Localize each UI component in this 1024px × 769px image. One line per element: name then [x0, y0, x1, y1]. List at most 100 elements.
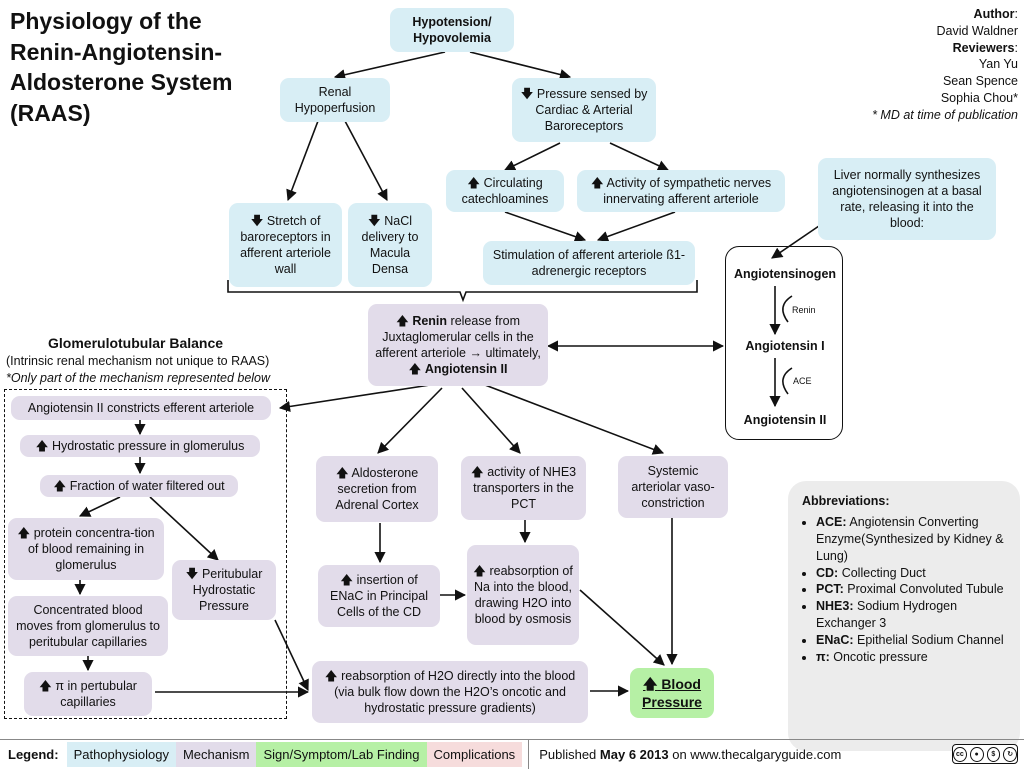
cc-license-badge[interactable]: cc ● $ ↻ — [952, 744, 1018, 764]
arrow-down-icon: 🡇 — [185, 566, 199, 581]
abbreviations-heading: Abbreviations: — [802, 494, 890, 508]
node-hydrostatic-pressure: 🡅 Hydrostatic pressure in glomerulus — [20, 435, 260, 457]
arrow — [377, 387, 443, 454]
arrow — [286, 120, 319, 202]
gb-note: *Only part of the mechanism represented … — [6, 371, 271, 385]
node-hypotension: Hypotension/ Hypovolemia — [390, 8, 514, 52]
abbreviations-panel: Abbreviations: ACE: Angiotensin Converti… — [788, 481, 1020, 751]
raas-cascade-panel: Angiotensinogen Renin Angiotensin I ACE … — [725, 246, 843, 440]
node-stretch-baroreceptors: 🡇 Stretch of baroreceptors in afferent a… — [229, 203, 342, 287]
arrow-down-icon: 🡇 — [367, 213, 381, 228]
brace — [227, 280, 698, 303]
arrow — [503, 142, 561, 171]
node-h2o-reabsorption: 🡅 reabsorption of H2O directly into the … — [312, 661, 588, 723]
node-na-reabsorption: 🡅 reabsorption of Na into the blood, dra… — [467, 545, 579, 645]
node-circulating-catecholamines: 🡅 Circulating catechloamines — [446, 170, 564, 212]
renin-enzyme-label: Renin — [792, 305, 816, 315]
node-concentrated-blood: Concentrated blood moves from glomerulus… — [8, 596, 168, 656]
abbreviations-list: ACE: Angiotensin Converting Enzyme(Synth… — [802, 514, 1010, 666]
legend-mechanism: Mechanism — [175, 742, 257, 767]
node-nacl-delivery: 🡇 NaCl delivery to Macula Densa — [348, 203, 432, 287]
arrow — [504, 211, 587, 242]
reviewer-name: Yan Yu — [978, 57, 1018, 72]
node-renal-hypoperfusion: Renal Hypoperfusion — [280, 78, 390, 122]
arrow — [149, 496, 219, 561]
abbreviation-item: π: Oncotic pressure — [816, 649, 1010, 666]
abbreviation-item: CD: Collecting Duct — [816, 565, 1010, 582]
arrow-up-icon: 🡅 — [467, 175, 481, 190]
title-line: Physiology of the — [10, 8, 202, 34]
nc-icon: $ — [986, 746, 1001, 762]
arrow-up-icon: 🡅 — [53, 478, 67, 493]
gb-subheading: (Intrinsic renal mechanism not unique to… — [6, 354, 270, 368]
enzyme-curve — [782, 367, 793, 395]
author-note: * MD at time of publication — [872, 107, 1018, 122]
title-line: Aldosterone System — [10, 69, 233, 96]
arrow — [484, 384, 665, 455]
arrow-up-icon: 🡅 — [408, 362, 422, 377]
reviewers-label: Reviewers — [952, 40, 1015, 55]
arrow-up-icon: 🡅 — [39, 678, 52, 693]
arrow-up-icon: 🡅 — [643, 675, 658, 692]
node-enac: 🡅 insertion of ENaC in Principal Cells o… — [318, 565, 440, 627]
node-vasoconstriction: Systemic arteriolar vaso-constriction — [618, 456, 728, 518]
reviewer-name: Sean Spence — [942, 74, 1018, 88]
gb-heading: Glomerulotubular Balance — [48, 335, 224, 351]
footer-divider — [528, 740, 530, 769]
node-blood-pressure: 🡅 Blood Pressure — [630, 668, 714, 718]
title-line: Renin-Angiotensin- — [10, 38, 223, 65]
arrow — [78, 496, 121, 517]
node-stimulation-b1: Stimulation of afferent arteriole ß1-adr… — [483, 241, 695, 285]
arrow — [344, 120, 388, 201]
ace-enzyme-label: ACE — [793, 376, 812, 386]
node-pressure-sensed: 🡇 Pressure sensed by Cardiac & Arterial … — [512, 78, 656, 142]
abbreviation-item: ACE: Angiotensin Converting Enzyme(Synth… — [816, 514, 1010, 565]
abbreviation-item: PCT: Proximal Convoluted Tubule — [816, 581, 1010, 598]
node-liver: Liver normally synthesizes angiotensinog… — [818, 158, 996, 240]
node-sympathetic-activity: 🡅 Activity of sympathetic nerves innerva… — [577, 170, 785, 212]
node-renin-release: 🡅 Renin release from Juxtaglomerular cel… — [368, 304, 548, 386]
arrow — [469, 51, 572, 80]
cc-icon: cc — [953, 746, 967, 762]
footer: Legend: Pathophysiology Mechanism Sign/S… — [0, 739, 1024, 769]
node-nhe3: 🡅 activity of NHE3 transporters in the P… — [461, 456, 586, 520]
node-protein-concentration: 🡅 protein concentra-tion of blood remain… — [8, 518, 164, 580]
published-text: Published May 6 2013 on www.thecalgarygu… — [539, 747, 842, 762]
abbreviation-item: NHE3: Sodium Hydrogen Exchanger 3 — [816, 598, 1010, 632]
arrow-down-icon: 🡇 — [520, 86, 534, 101]
angiotensinogen-label: Angiotensinogen — [733, 267, 837, 281]
angiotensin-2-label: Angiotensin II — [743, 413, 827, 427]
arrow-up-icon: 🡅 — [395, 313, 409, 328]
arrow — [274, 619, 309, 692]
arrow — [461, 387, 521, 454]
node-peritubular-pressure: 🡇 Peritubular Hydrostatic Pressure — [172, 560, 276, 620]
arrow-up-icon: 🡅 — [335, 465, 349, 480]
by-icon: ● — [969, 746, 984, 762]
arrow — [579, 589, 665, 666]
arrow-up-icon: 🡅 — [324, 668, 338, 683]
flow-arrows — [74, 51, 839, 698]
legend-sign-symptom: Sign/Symptom/Lab Finding — [256, 742, 427, 767]
arrow-up-icon: 🡅 — [35, 438, 49, 453]
title-line: (RAAS) — [10, 99, 91, 126]
node-fraction-filtered: 🡅 Fraction of water filtered out — [40, 475, 238, 497]
arrow — [596, 211, 676, 242]
arrow — [278, 384, 431, 413]
arrow — [333, 51, 446, 81]
reviewer-name: Sophia Chou* — [940, 90, 1018, 105]
angiotensin-1-label: Angiotensin I — [745, 339, 825, 353]
legend-pathophysiology: Pathophysiology — [66, 742, 176, 767]
author-name: David Waldner — [936, 23, 1018, 38]
arrow-down-icon: 🡇 — [250, 213, 264, 228]
arrow-up-icon: 🡅 — [17, 525, 31, 540]
enzyme-curve — [782, 295, 793, 323]
abbreviation-item: ENaC: Epithelial Sodium Channel — [816, 632, 1010, 649]
arrow-up-icon: 🡅 — [590, 175, 604, 190]
arrow-up-icon: 🡅 — [340, 572, 354, 587]
legend-label: Legend: — [8, 747, 59, 762]
author-label: Author — [973, 7, 1015, 21]
arrow — [609, 142, 670, 171]
arrow-up-icon: 🡅 — [473, 563, 486, 578]
author-block: Author: David Waldner Reviewers: Yan Yu … — [872, 7, 1018, 122]
node-aldosterone: 🡅 Aldosterone secretion from Adrenal Cor… — [316, 456, 438, 522]
